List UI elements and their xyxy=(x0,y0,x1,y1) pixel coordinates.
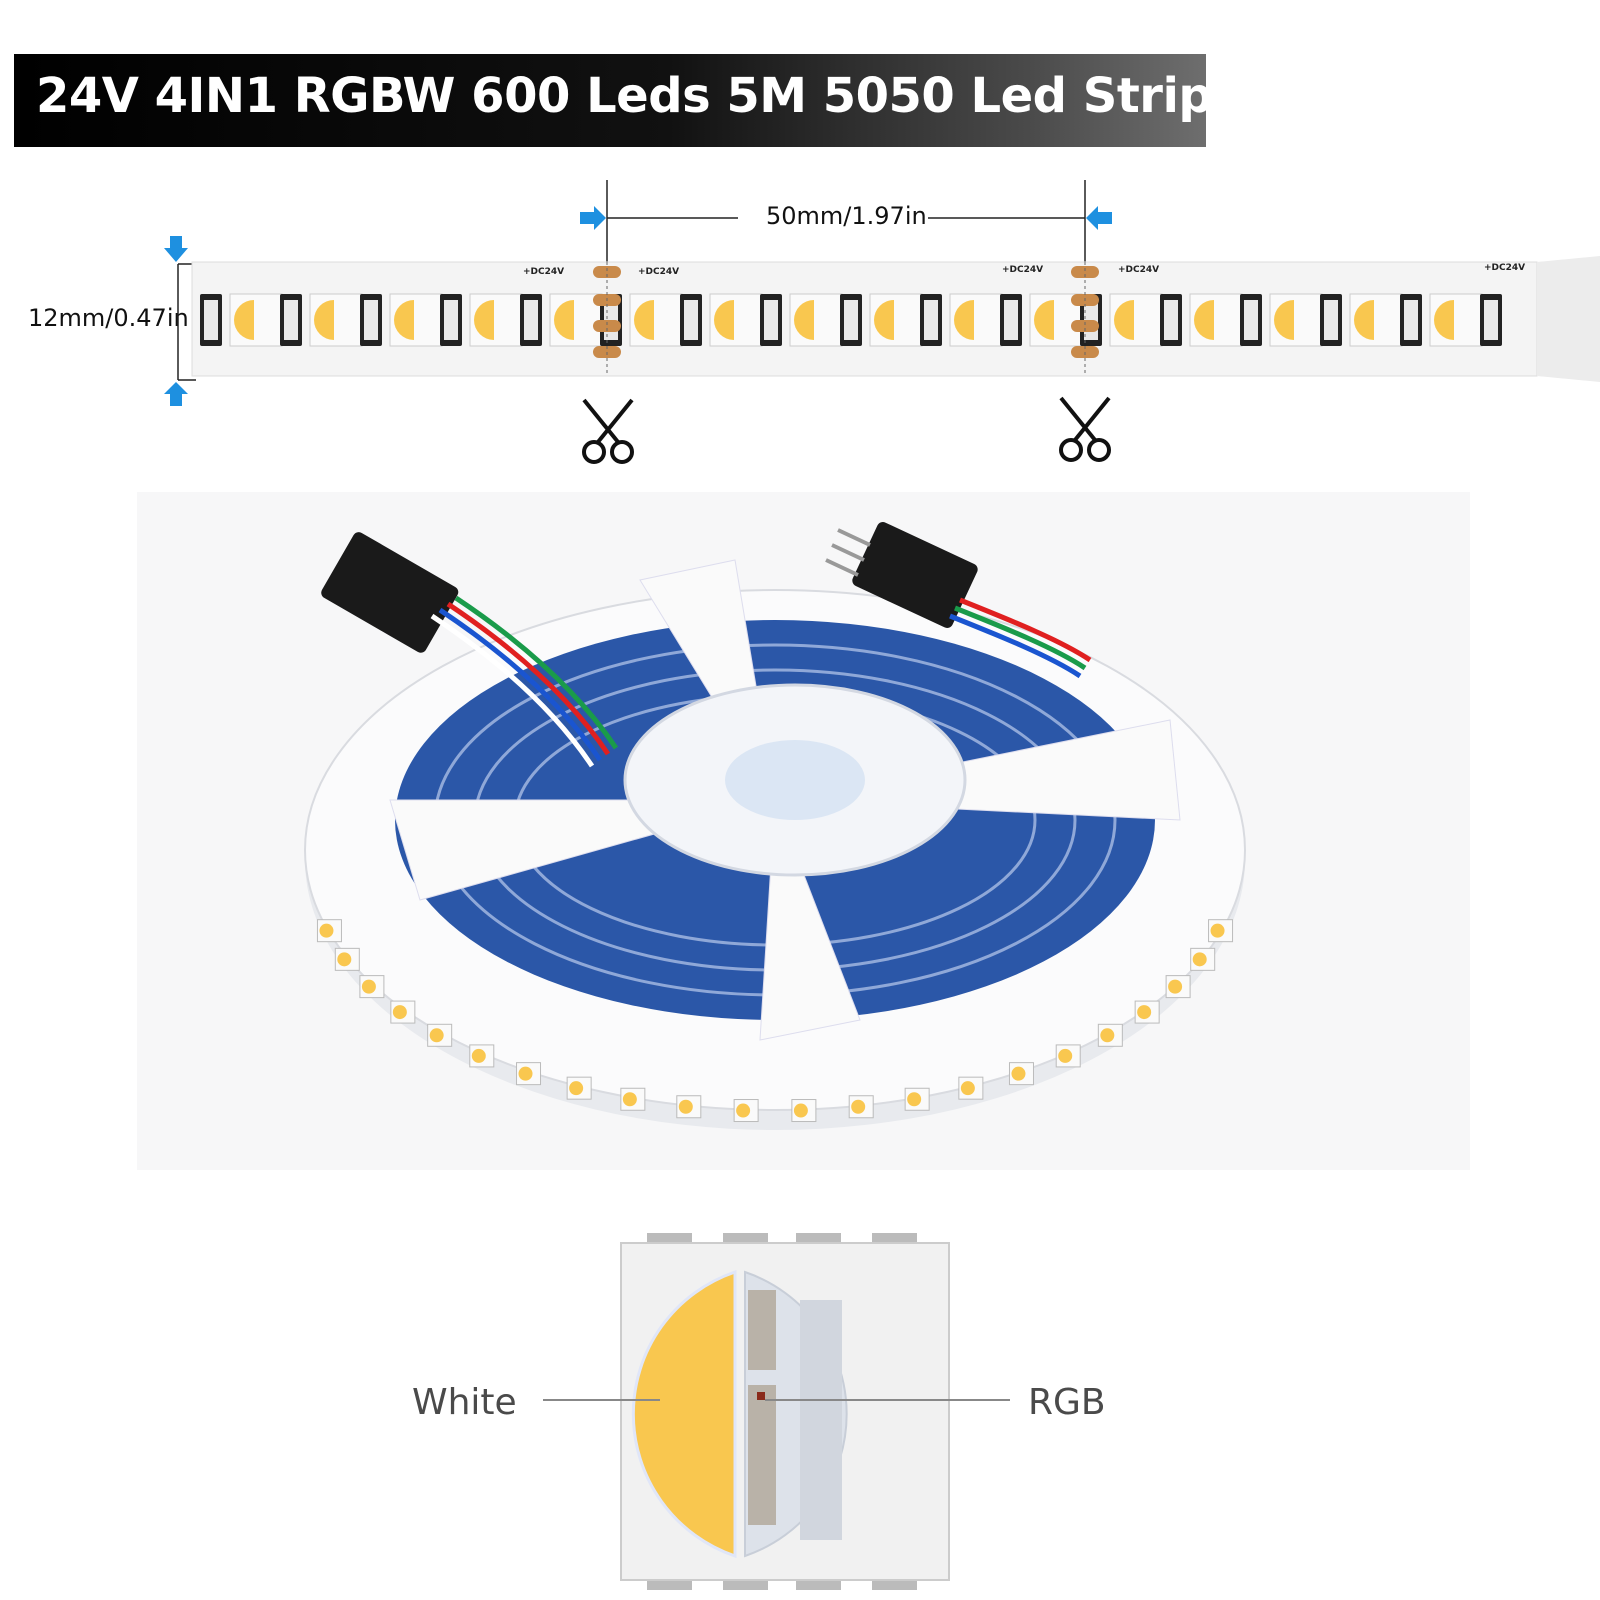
led-white-die xyxy=(1194,300,1214,340)
reel-led-die xyxy=(1210,923,1225,938)
white-label: White xyxy=(412,1382,517,1423)
reel-led-die xyxy=(392,1005,407,1020)
led-white-die xyxy=(474,300,494,340)
led-white-die xyxy=(794,300,814,340)
reel-led-die xyxy=(1058,1048,1073,1063)
led-white-die xyxy=(554,300,574,340)
resistor-label-area xyxy=(364,300,378,340)
resistor-label-area xyxy=(524,300,538,340)
reel-led-die xyxy=(622,1092,637,1107)
voltage-mark: +DC24V xyxy=(1484,263,1526,273)
reel-led-die xyxy=(1192,952,1207,967)
voltage-mark: +DC24V xyxy=(1118,265,1160,275)
reel-led-die xyxy=(678,1099,693,1114)
led-strip xyxy=(191,256,1600,382)
led-white-die xyxy=(1354,300,1374,340)
connector-right xyxy=(825,522,1092,679)
voltage-mark: +DC24V xyxy=(638,267,680,277)
solder-pad xyxy=(593,266,621,278)
resistor-label-area xyxy=(284,300,298,340)
resistor-label-area xyxy=(1004,300,1018,340)
reel-led-die xyxy=(361,979,376,994)
led-white-die xyxy=(634,300,654,340)
resistor-label-area xyxy=(444,300,458,340)
led-white-die xyxy=(1114,300,1134,340)
led-5050 xyxy=(549,293,603,347)
led-white-die xyxy=(874,300,894,340)
reel-led-die xyxy=(1168,979,1183,994)
resistor-label-area xyxy=(924,300,938,340)
reel-led-die xyxy=(793,1103,808,1118)
led-white-die xyxy=(314,300,334,340)
led-white-die xyxy=(234,300,254,340)
resistor-label-area xyxy=(1244,300,1258,340)
title-banner: 24V 4IN1 RGBW 600 Leds 5M 5050 Led Strip… xyxy=(14,54,1393,147)
solder-pad xyxy=(1071,320,1099,332)
rgb-label: RGB xyxy=(1028,1382,1106,1423)
led-white-die xyxy=(1434,300,1454,340)
reel-led-die xyxy=(851,1099,866,1114)
reel-led-die xyxy=(319,923,334,938)
reel-led-die xyxy=(471,1048,486,1063)
reel-led-die xyxy=(736,1103,751,1118)
led-white-die xyxy=(394,300,414,340)
scissors-icon xyxy=(582,398,634,464)
segment-length-label: 50mm/1.97in xyxy=(766,202,927,230)
voltage-mark: +DC24V xyxy=(1002,265,1044,275)
reel-led-die xyxy=(518,1066,533,1081)
solder-pad xyxy=(593,320,621,332)
reel-led-die xyxy=(337,952,352,967)
reel-led-die xyxy=(960,1081,975,1096)
resistor-label-area xyxy=(1484,300,1498,340)
resistor-label-area xyxy=(684,300,698,340)
reel-led-die xyxy=(1011,1066,1026,1081)
blue-arrow-icons xyxy=(164,206,1112,406)
banner-title: 24V 4IN1 RGBW 600 Leds 5M 5050 Led Strip… xyxy=(36,68,1393,124)
resistor-label-area xyxy=(1404,300,1418,340)
reel-led-die xyxy=(1100,1028,1115,1043)
reel-led-die xyxy=(569,1081,584,1096)
resistor-label-area xyxy=(1164,300,1178,340)
strip-width-label: 12mm/0.47in xyxy=(28,304,189,332)
scissors-icon xyxy=(1059,396,1111,462)
resistor-label-area xyxy=(764,300,778,340)
voltage-mark: +DC24V xyxy=(523,267,565,277)
segment-dimension xyxy=(177,180,1086,381)
led-white-die xyxy=(1274,300,1294,340)
led-white-die xyxy=(954,300,974,340)
resistor-label-area xyxy=(204,300,218,340)
resistor-label-area xyxy=(1324,300,1338,340)
resistor-label-area xyxy=(844,300,858,340)
led-white-die xyxy=(714,300,734,340)
solder-pad xyxy=(1071,266,1099,278)
reel-led-die xyxy=(1137,1005,1152,1020)
connector-left xyxy=(321,532,619,768)
reel-led-die xyxy=(429,1028,444,1043)
led-chip xyxy=(543,1233,1010,1590)
led-white-die xyxy=(1034,300,1054,340)
reel-photo xyxy=(137,492,1470,1170)
reel-led-die xyxy=(907,1092,922,1107)
